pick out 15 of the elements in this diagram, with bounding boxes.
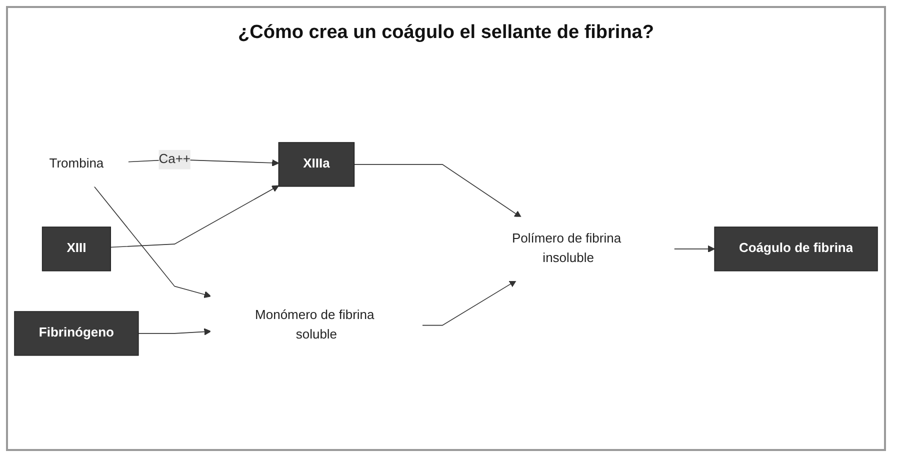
node-text: Trombina <box>49 156 104 171</box>
diagram-title: ¿Cómo crea un coágulo el sellante de fibrina? <box>238 22 654 44</box>
node-box: XIIIa <box>278 142 355 187</box>
node-text: Monómero de fibrina soluble <box>255 308 374 342</box>
arrow <box>110 185 280 248</box>
node-text: Polímero de fibrina insoluble <box>512 232 622 265</box>
node-box: Fibrinógeno <box>14 310 139 356</box>
arrow <box>422 280 516 326</box>
node-box: Coágulo de fibrina <box>714 226 878 272</box>
arrow <box>138 328 212 336</box>
node-box: XIII <box>42 226 111 272</box>
arrow <box>674 245 715 252</box>
arrow <box>94 186 212 298</box>
edge-label: Ca++ <box>158 152 190 166</box>
arrow <box>354 164 522 218</box>
